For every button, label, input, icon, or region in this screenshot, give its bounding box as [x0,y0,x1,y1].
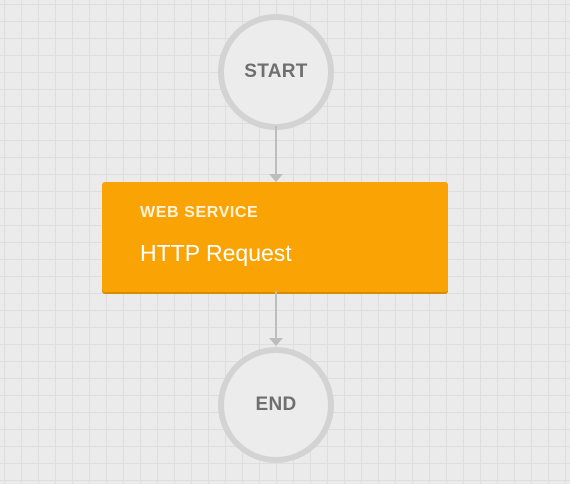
task-type-label: WEB SERVICE [140,204,259,221]
http-request-task-node[interactable]: WEB SERVICE HTTP Request [102,182,448,292]
connector-task-to-end [275,291,277,339]
end-node[interactable]: END [218,347,334,463]
start-node-label: START [244,61,308,82]
end-node-label: END [255,394,297,415]
task-title: HTTP Request [140,240,292,266]
start-node[interactable]: START [218,14,334,130]
arrow-down-icon [269,174,283,182]
connector-start-to-task [275,126,277,174]
arrow-down-icon [269,338,283,346]
